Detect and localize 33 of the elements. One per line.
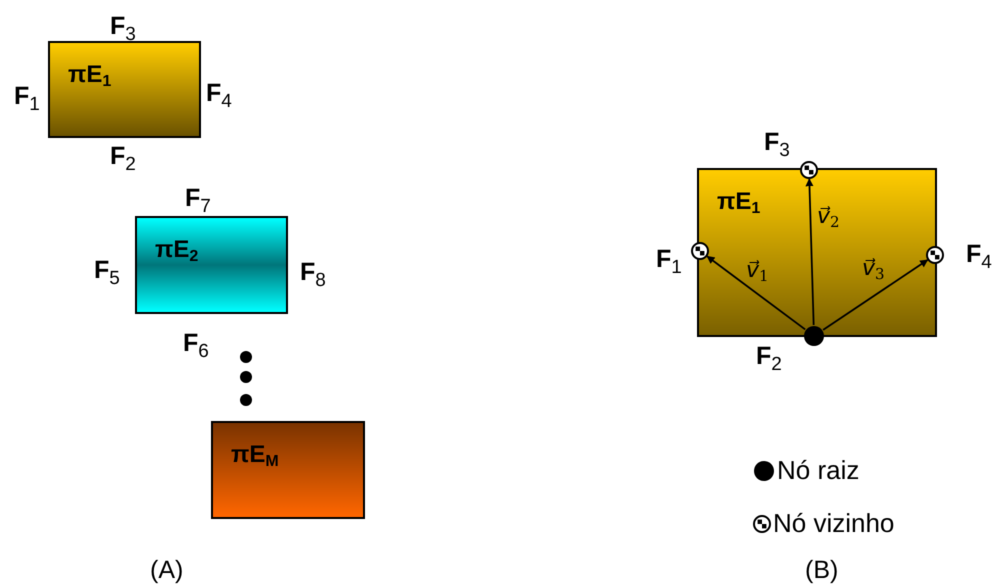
element-label: πE$_{1}$ [68,61,112,91]
element-label: πE$_{M}$ [231,441,279,471]
side-label: F$_{6}$ [183,329,209,363]
neighbor-node-marker [800,161,818,179]
panel-caption: (B) [805,556,838,585]
element-label: πE$_{1}$ [717,188,760,218]
edge-label: v⃗$_{1}$ [746,258,769,285]
element-box [135,216,288,314]
side-label: F$_{2}$ [756,342,782,376]
side-label: F$_{5}$ [94,256,120,290]
side-label: F$_{1}$ [14,82,40,116]
side-label: F$_{4}$ [966,240,992,274]
side-label: F$_{7}$ [185,184,211,218]
legend-label: Nó raiz [777,455,860,486]
side-label: F$_{3}$ [110,12,136,46]
arrow [822,259,928,331]
element-box [48,41,201,138]
legend-label: Nó vizinho [773,508,894,539]
element-box [211,421,365,519]
neighbor-node-marker [691,242,709,260]
element-label: πE$_{2}$ [155,236,198,266]
side-label: F$_{2}$ [110,142,136,176]
side-label: F$_{4}$ [206,79,232,113]
edge-label: v⃗$_{3}$ [862,256,885,283]
edge-label: v⃗$_{2}$ [817,204,840,231]
arrow [706,256,806,330]
panel-caption: (A) [150,556,184,585]
side-label: F$_{1}$ [656,245,682,279]
arrow [806,178,815,326]
side-label: F$_{3}$ [764,128,790,162]
neighbor-node-marker [926,246,944,264]
side-label: F$_{8}$ [300,258,326,292]
root-node-dot [803,325,825,347]
